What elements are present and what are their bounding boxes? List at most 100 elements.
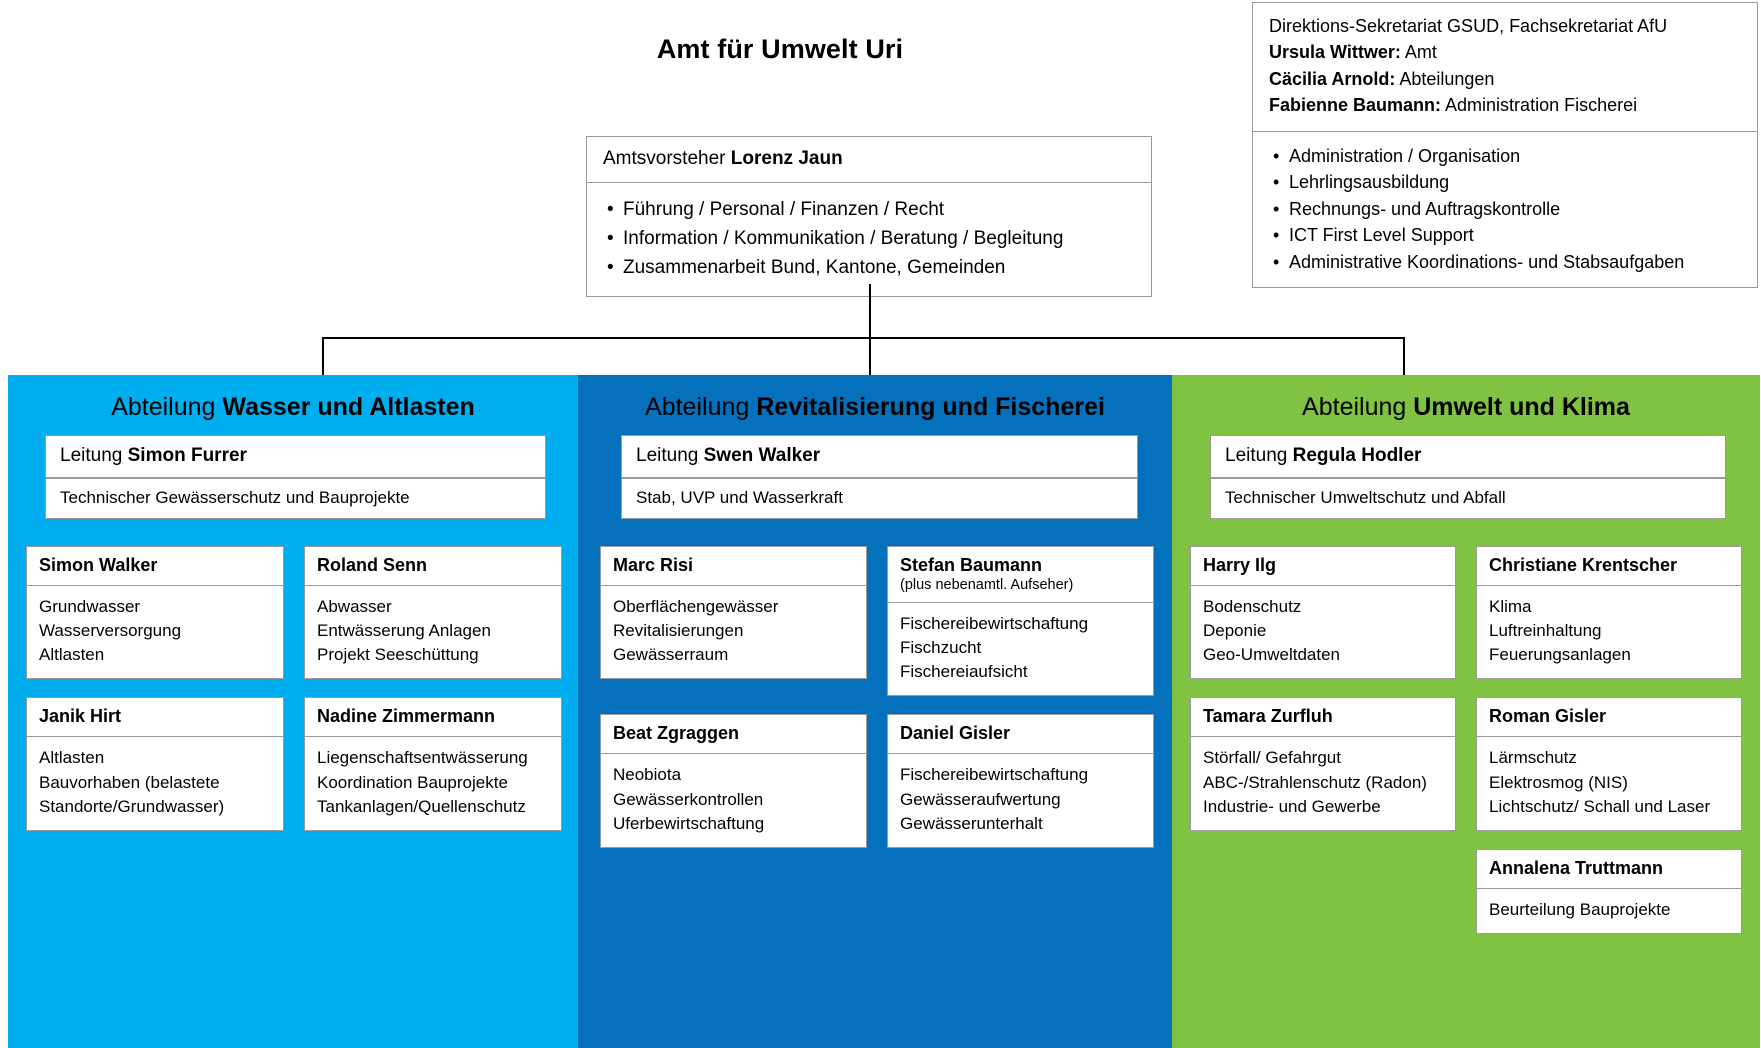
secretariat-person: Ursula Wittwer: Amt: [1269, 39, 1741, 65]
person-task-item: Abwasser: [317, 597, 392, 616]
person-task-item: Tankanlagen/Quellenschutz: [317, 796, 526, 816]
person-task-item: Grundwasser: [39, 597, 141, 616]
lead-label: Leitung: [60, 445, 128, 466]
head-of-office-name: Lorenz Jaun: [730, 148, 843, 169]
person-task-item: ABC-/Strahlenschutz (Radon): [1203, 772, 1427, 792]
secretariat-person-role: Administration Fischerei: [1441, 95, 1638, 116]
head-task-item: Führung / Personal / Finanzen / Recht: [603, 195, 1135, 224]
connector-horizontal: [322, 337, 1405, 339]
person-card-tasks: Beurteilung Bauprojekte: [1477, 887, 1741, 933]
person-card-name: Daniel Gisler: [900, 723, 1011, 744]
person-task-item: Geo-Umweltdaten: [1203, 645, 1341, 665]
head-of-office-title: Amtsvorsteher Lorenz Jaun: [587, 137, 1151, 182]
page-title: Amt für Umwelt Uri: [656, 34, 904, 64]
department-title: Abteilung Revitalisierung und Fischerei: [578, 375, 1172, 435]
person-task-item: Lärmschutz: [1489, 748, 1577, 768]
person-task-item: Altlasten: [39, 748, 105, 768]
secretariat-person: Fabienne Baumann: Administration Fischer…: [1269, 92, 1741, 118]
person-task-item: Störfall/ Gefahrgut: [1203, 748, 1341, 768]
lead-person: Regula Hodler: [1292, 445, 1422, 466]
person-task-item: Gewässeraufwertung: [900, 789, 1061, 809]
head-of-office-role: Amtsvorsteher: [603, 148, 726, 169]
department-lead-name: Leitung Simon Furrer: [45, 435, 546, 478]
person-card-name: Beat Zgraggen: [613, 723, 740, 744]
person-card-name: Stefan Baumann(plus nebenamtl. Aufseher): [888, 547, 1153, 602]
person-task-item: Oberflächengewässer: [613, 597, 779, 616]
person-card-note: (plus nebenamtl. Aufseher): [900, 577, 1074, 593]
person-task-item: Deponie: [1203, 621, 1267, 641]
secretariat-person-name: Fabienne Baumann:: [1269, 95, 1442, 116]
person-task-item: Bodenschutz: [1203, 597, 1302, 616]
department-title: Abteilung Wasser und Altlasten: [8, 375, 578, 435]
person-card-name: Tamara Zurfluh: [1203, 706, 1333, 727]
department-lead-block: Leitung Regula Hodler Technischer Umwelt…: [1210, 435, 1726, 519]
secretariat-person-name: Cäcilia Arnold:: [1269, 68, 1396, 89]
person-task-item: Elektrosmog (NIS): [1489, 772, 1628, 792]
person-task-item: Altlasten: [39, 645, 105, 665]
person-task-item: Fischereibewirtschaftung: [900, 614, 1089, 633]
department-wasser-und-altlasten: Abteilung Wasser und Altlasten Leitung S…: [8, 375, 578, 1048]
person-card-name: Simon Walker: [39, 555, 158, 575]
head-of-office-box: Amtsvorsteher Lorenz Jaun Führung / Pers…: [586, 136, 1152, 298]
person-card: Stefan Baumann(plus nebenamtl. Aufseher)…: [887, 546, 1154, 697]
connector-drop-dept-1: [869, 337, 871, 377]
secretariat-line1: Direktions-Sekretariat GSUD, Fachsekreta…: [1269, 16, 1668, 36]
person-task-item: Gewässerraum: [613, 645, 729, 665]
person-task-item: Gewässerunterhalt: [900, 813, 1043, 833]
person-card-name: Janik Hirt: [39, 706, 122, 727]
person-task-item: Feuerungsanlagen: [1489, 645, 1631, 665]
person-task-item: Beurteilung Bauprojekte: [1489, 899, 1671, 919]
department-title-prefix: Abteilung: [645, 393, 757, 421]
person-task-item: Liegenschaftsentwässerung: [317, 748, 528, 768]
person-task-item: Luftreinhaltung: [1489, 621, 1602, 641]
person-task-item: Bauvorhaben (belastete: [39, 772, 220, 792]
secretariat-task-item: Administrative Koordinations- und Stabsa…: [1269, 249, 1741, 276]
secretariat-task-item: Lehrlingsausbildung: [1269, 169, 1741, 196]
department-title-prefix: Abteilung: [1302, 393, 1414, 421]
person-task-item: Fischzucht: [900, 638, 982, 658]
department-title: Abteilung Umwelt und Klima: [1172, 375, 1760, 435]
department-title-name: Umwelt und Klima: [1413, 393, 1630, 421]
lead-person: Simon Furrer: [127, 445, 247, 466]
lead-label: Leitung: [1225, 445, 1293, 466]
secretariat-person: Cäcilia Arnold: Abteilungen: [1269, 66, 1741, 92]
person-card-name: Roman Gisler: [1489, 706, 1607, 727]
secretariat-task-item: ICT First Level Support: [1269, 222, 1741, 249]
person-task-item: Wasserversorgung: [39, 621, 182, 641]
department-umwelt-und-klima: Abteilung Umwelt und Klima Leitung Regul…: [1172, 375, 1760, 1048]
department-lead-subtitle: Stab, UVP und Wasserkraft: [621, 478, 1138, 519]
department-lead-block: Leitung Swen Walker Stab, UVP und Wasser…: [621, 435, 1138, 519]
secretariat-person-name: Ursula Wittwer:: [1269, 42, 1401, 63]
lead-person: Swen Walker: [703, 445, 821, 466]
department-lead-name: Leitung Swen Walker: [621, 435, 1138, 478]
connector-drop-dept-0: [322, 337, 324, 377]
secretariat-header: Direktions-Sekretariat GSUD, Fachsekreta…: [1253, 3, 1757, 131]
department-title-name: Wasser und Altlasten: [222, 393, 475, 421]
head-of-office-tasks: Führung / Personal / Finanzen / RechtInf…: [587, 182, 1151, 296]
department-title-name: Revitalisierung und Fischerei: [756, 393, 1105, 421]
person-task-item: Neobiota: [613, 765, 682, 785]
person-task-item: Standorte/Grundwasser): [39, 796, 225, 816]
person-task-item: Gewässerkontrollen: [613, 789, 764, 809]
department-lead-subtitle: Technischer Umweltschutz und Abfall: [1210, 478, 1726, 519]
person-card-name: Harry Ilg: [1203, 555, 1277, 575]
